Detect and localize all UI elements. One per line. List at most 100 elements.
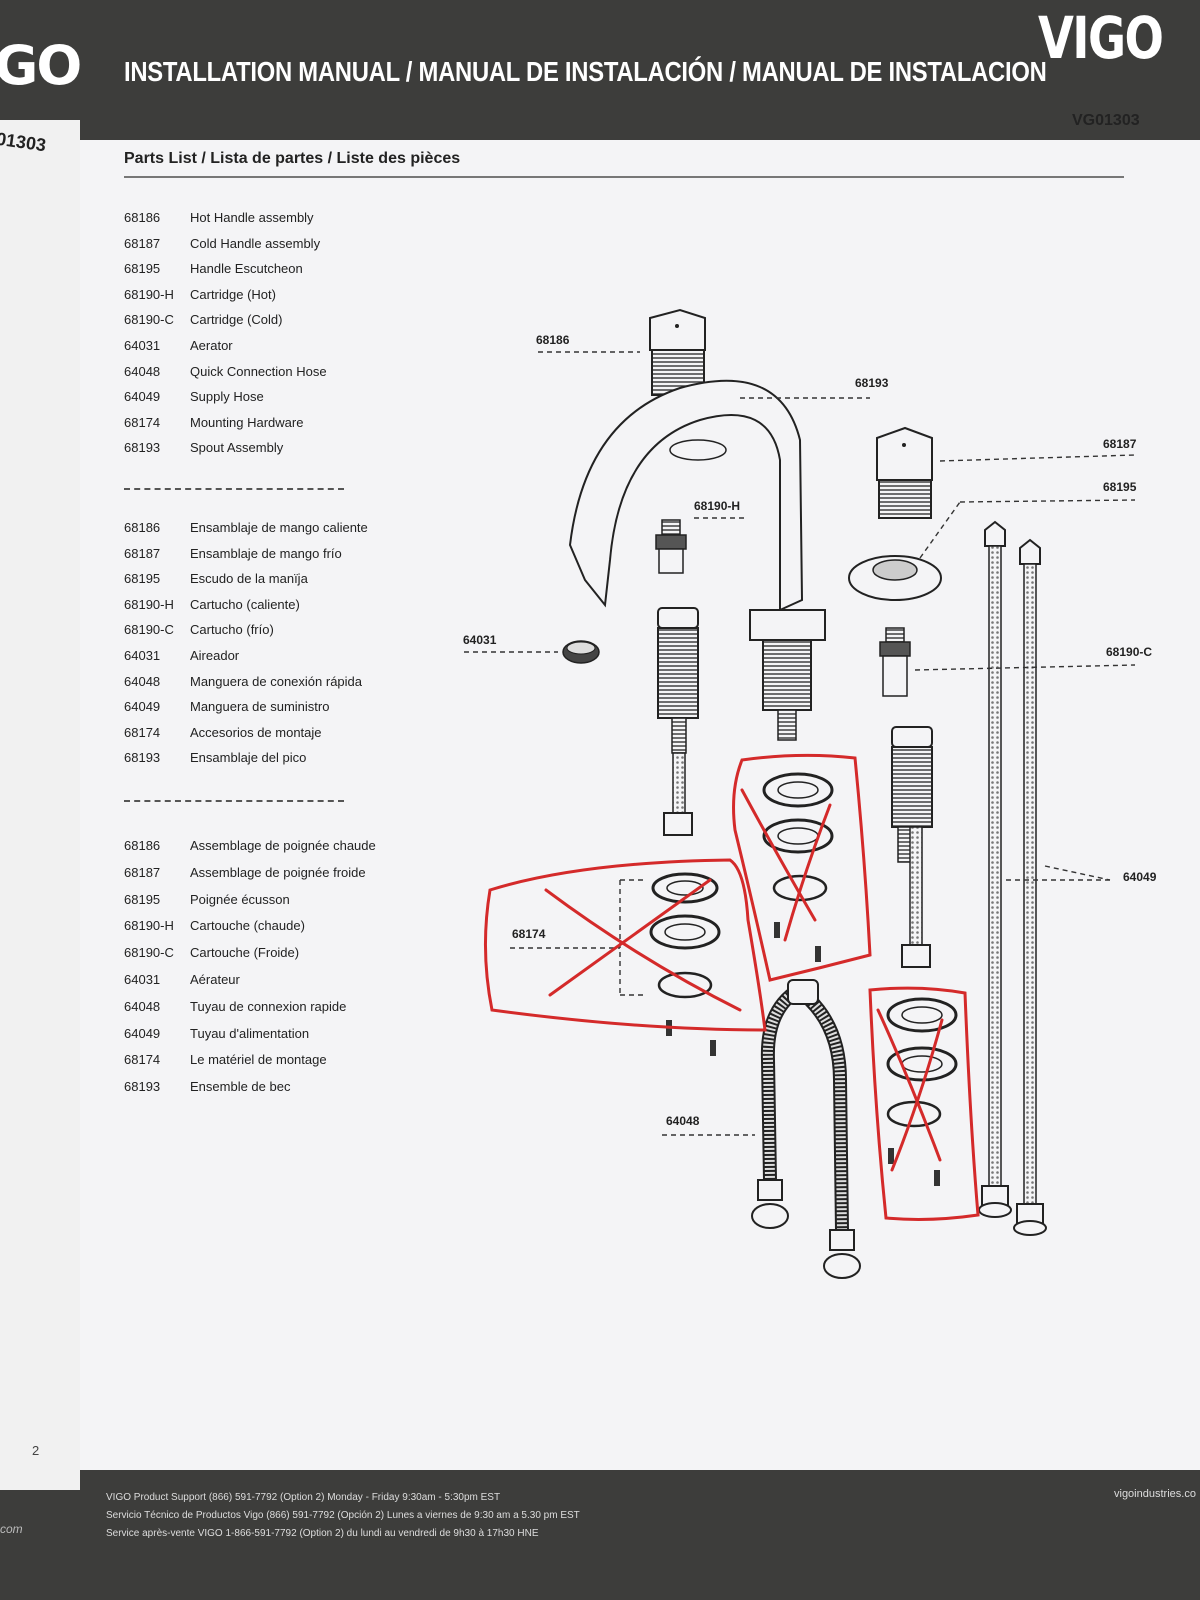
part-description: Tuyau d'alimentation: [190, 1025, 310, 1041]
part-description: Ensamblaje de mango caliente: [190, 520, 368, 535]
part-row: 68186 Ensamblaje de mango caliente: [124, 520, 424, 546]
page-footer: VIGO Product Support (866) 591-7792 (Opt…: [80, 1470, 1200, 1600]
leader-lines: [464, 351, 1136, 1136]
spout-part: [568, 379, 826, 741]
part-number: 68190-C: [124, 312, 174, 328]
callout-mounting-hardware: 68174: [512, 927, 546, 941]
part-description: Ensemble de bec: [190, 1079, 291, 1095]
part-description: Cartouche (chaude): [190, 918, 305, 934]
part-row: 68187 Ensamblaje de mango frío: [124, 546, 424, 572]
left-page-site: com: [0, 1522, 23, 1536]
left-page-header: [0, 0, 80, 120]
part-row: 68190-C Cartucho (frío): [124, 622, 424, 648]
hot-cartridge-part: [655, 519, 687, 574]
part-description: Cartucho (frío): [190, 622, 274, 638]
cold-valve-body: [891, 726, 933, 968]
part-number: 64048: [124, 363, 161, 379]
part-number: 64049: [124, 699, 161, 715]
part-description: Manguera de conexión rápida: [190, 673, 363, 689]
callout-hot-handle: 68186: [536, 333, 570, 347]
left-page-footer: [0, 1490, 80, 1600]
part-row: 68190-H Cartouche (chaude): [124, 918, 424, 945]
part-description: Tuyau de connexion rapide: [190, 998, 347, 1014]
cold-cartridge-part: [879, 627, 911, 697]
list-divider: [124, 800, 344, 802]
part-description: Aireador: [190, 647, 240, 663]
parts-list-title: Parts List / Lista de partes / Liste des…: [124, 150, 461, 167]
aerator-part: [562, 640, 600, 664]
part-number: 68190-H: [124, 286, 174, 302]
hot-valve-body: [657, 607, 699, 836]
part-number: 64031: [124, 337, 161, 353]
part-number: 64031: [124, 971, 161, 987]
callout-supply-hose: 64049: [1123, 870, 1157, 884]
part-row: 64031 Aérateur: [124, 972, 424, 999]
part-description: Le matériel de montage: [190, 1052, 327, 1068]
part-number: 64048: [124, 673, 161, 689]
callout-cartridge-cold: 68190-C: [1106, 645, 1153, 659]
part-description: Cartridge (Cold): [190, 312, 283, 328]
part-description: Aérateur: [190, 971, 240, 987]
left-page-model-code: 01303: [0, 128, 48, 156]
part-number: 68193: [124, 750, 161, 766]
escutcheon-part: [848, 555, 942, 601]
part-description: Poignée écusson: [190, 891, 290, 907]
exploded-parts-diagram: [464, 308, 1136, 1279]
section-divider: [124, 176, 1124, 178]
part-row: 64048 Manguera de conexión rápida: [124, 674, 424, 700]
callout-cartridge-hot: 68190-H: [694, 499, 741, 513]
part-row: 68174 Accesorios de montaje: [124, 725, 424, 751]
part-description: Handle Escutcheon: [190, 261, 303, 277]
left-page: GO 01303 2 com: [0, 0, 82, 1600]
part-row: 64048 Quick Connection Hose: [124, 364, 424, 390]
footer-support-english: VIGO Product Support (866) 591-7792 (Opt…: [106, 1492, 501, 1503]
part-number: 68186: [124, 520, 161, 535]
page-number: 2: [32, 1443, 40, 1458]
part-number: 68187: [124, 545, 161, 561]
part-number: 64049: [124, 389, 161, 405]
part-number: 68174: [124, 1052, 161, 1068]
footer-support-french: Service après-vente VIGO 1-866-591-7792 …: [106, 1528, 539, 1539]
part-description: Supply Hose: [190, 389, 264, 405]
part-description: Aerator: [190, 337, 233, 353]
footer-support-spanish: Servicio Técnico de Productos Vigo (866)…: [106, 1510, 580, 1521]
list-divider: [124, 488, 344, 490]
page-title: INSTALLATION MANUAL / MANUAL DE INSTALAC…: [124, 56, 1047, 87]
part-number: 64031: [124, 647, 161, 663]
part-number: 68174: [124, 724, 161, 740]
cold-handle-part: [876, 426, 933, 519]
part-number: 68174: [124, 414, 161, 430]
part-number: 64048: [124, 998, 161, 1014]
part-number: 68186: [124, 210, 161, 225]
model-number: VG01303: [1072, 112, 1140, 129]
part-description: Spout Assembly: [190, 440, 284, 456]
part-description: Accesorios de montaje: [190, 724, 322, 740]
part-number: 68190-C: [124, 622, 174, 638]
part-description: Quick Connection Hose: [190, 363, 327, 379]
part-row: 68190-C Cartridge (Cold): [124, 312, 424, 338]
callout-quick-hose: 64048: [666, 1114, 700, 1128]
part-number: 64049: [124, 1025, 161, 1041]
part-row: 64049 Tuyau d'alimentation: [124, 1026, 424, 1053]
part-description: Ensamblaje de mango frío: [190, 545, 342, 561]
part-description: Escudo de la manïja: [190, 571, 308, 587]
part-number: 68190-H: [124, 918, 174, 934]
part-description: Ensamblaje del pico: [190, 750, 307, 766]
part-number: 68187: [124, 235, 161, 251]
callout-escutcheon: 68195: [1103, 480, 1137, 494]
part-row: 64031 Aerator: [124, 338, 424, 364]
hot-handle-part: [649, 308, 706, 396]
callout-aerator: 64031: [463, 633, 497, 647]
callout-spout: 68193: [855, 376, 889, 390]
part-row: 64049 Supply Hose: [124, 389, 424, 415]
